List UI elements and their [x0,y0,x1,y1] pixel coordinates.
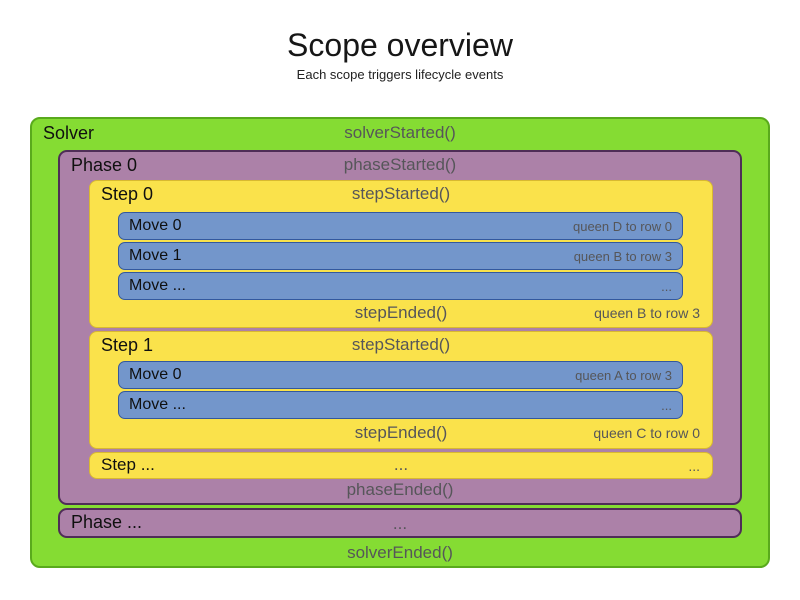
step-more-right-ellipsis: ... [688,458,700,474]
step0-move-more-box: Move ... ... [118,272,683,300]
step0-started-event: stepStarted() [351,184,451,203]
step0-ended-annotation: queen B to row 3 [594,305,700,321]
solver-started-event: solverStarted() [344,123,456,142]
step1-started-event: stepStarted() [351,335,451,354]
phase0-label: Phase 0 [71,155,138,175]
step-more-label: Step ... [101,455,155,474]
solver-scope-box: Solver solverStarted() Phase 0 phaseStar… [30,117,770,568]
step1-move-more-box: Move ... ... [118,391,683,419]
move-annotation: queen B to row 3 [573,249,672,264]
step1-label: Step 1 [101,335,154,355]
phase-more-scope-box: Phase ... ... [58,508,742,538]
step-more-scope-box: Step ... ... ... [89,452,713,479]
step-more-center-ellipsis: ... [393,455,409,474]
page-title: Scope overview [287,27,513,63]
move-annotation: queen D to row 0 [572,219,672,234]
move-annotation: queen A to row 3 [575,368,672,383]
step1-move0-box: Move 0 queen A to row 3 [118,361,683,389]
phase-more-label: Phase ... [71,512,143,532]
move-label: Move 0 [129,217,182,234]
step0-move0-box: Move 0 queen D to row 0 [118,212,683,240]
step0-label: Step 0 [101,184,154,204]
step0-scope-box: Step 0 stepStarted() Move 0 queen D to r… [89,180,713,328]
move-label: Move ... [129,277,186,294]
move-annotation: ... [661,398,672,413]
page-subtitle: Each scope triggers lifecycle events [296,67,504,82]
move-label: Move 0 [129,366,182,383]
step0-ended-event: stepEnded() [354,303,448,322]
phase-ended-event: phaseEnded() [346,480,454,499]
solver-ended-event: solverEnded() [347,543,453,562]
move-annotation: ... [661,279,672,294]
step1-ended-annotation: queen C to row 0 [593,425,700,441]
step1-ended-event: stepEnded() [354,423,448,442]
move-label: Move 1 [129,247,182,264]
step0-move1-box: Move 1 queen B to row 3 [118,242,683,270]
phase0-scope-box: Phase 0 phaseStarted() Step 0 stepStarte… [58,150,742,505]
solver-label: Solver [43,123,95,143]
phase-started-event: phaseStarted() [343,155,457,174]
move-label: Move ... [129,396,186,413]
phase-more-center-ellipsis: ... [392,514,408,533]
step1-scope-box: Step 1 stepStarted() Move 0 queen A to r… [89,331,713,449]
